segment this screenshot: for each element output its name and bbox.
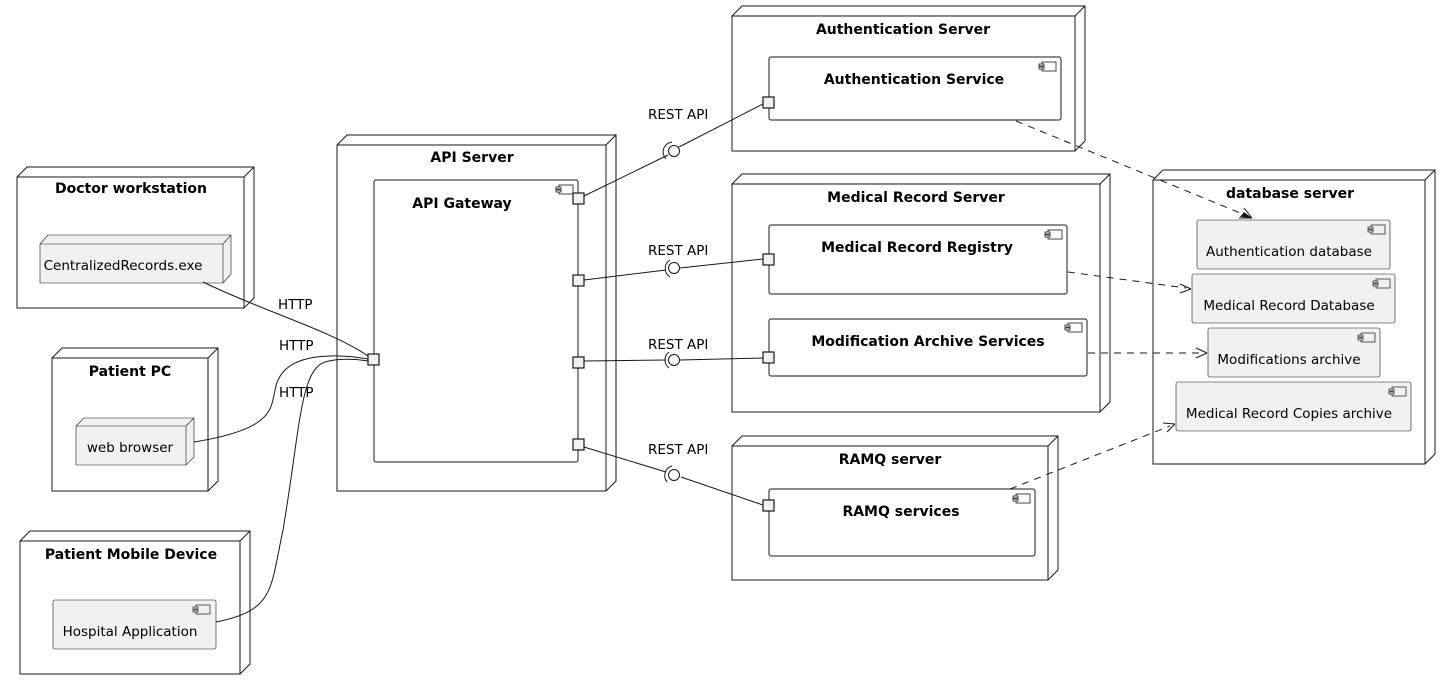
node-authentication-server: Authentication Server Authentication Ser… bbox=[731, 5, 1086, 152]
interface-lollipop-registry bbox=[668, 262, 680, 274]
node-title-auth-server: Authentication Server bbox=[816, 22, 990, 38]
node-database-server: database server Authentication database … bbox=[1152, 169, 1436, 465]
interface-lollipop-archive bbox=[668, 354, 680, 366]
node-api-server: API Server API Gateway bbox=[336, 134, 617, 492]
node-title-medical-server: Medical Record Server bbox=[827, 190, 1005, 206]
artifact-web-browser: web browser bbox=[75, 417, 195, 466]
component-icon bbox=[1064, 322, 1083, 333]
component-api-gateway: API Gateway bbox=[373, 179, 579, 463]
component-icon bbox=[1038, 61, 1057, 72]
dep-auth-to-authdb bbox=[1015, 120, 1251, 218]
node-medical-record-server: Medical Record Server Medical Record Reg… bbox=[731, 173, 1111, 413]
component-icon bbox=[1357, 332, 1376, 343]
db-label-modifications-archive: Modifications archive bbox=[1217, 352, 1360, 368]
component-icon bbox=[1367, 224, 1386, 235]
edge-label-rest-registry: REST API bbox=[648, 243, 708, 259]
artifact-label-centralized-records: CentralizedRecords.exe bbox=[44, 258, 203, 274]
component-icon bbox=[192, 604, 211, 615]
edge-pc-to-gateway bbox=[193, 355, 369, 443]
edge-label-http-doctor: HTTP bbox=[278, 297, 313, 313]
component-label-modification-archive-services: Modification Archive Services bbox=[811, 334, 1044, 350]
interface-lollipop-auth bbox=[668, 145, 680, 157]
dep-registry-to-mrdb bbox=[1067, 271, 1187, 289]
node-title-patient-mobile: Patient Mobile Device bbox=[45, 547, 217, 563]
component-label-ramq-services: RAMQ services bbox=[842, 504, 959, 520]
interface-socket-ramq bbox=[664, 465, 673, 483]
node-title-database-server: database server bbox=[1226, 186, 1354, 202]
edge-gateway-to-ramq bbox=[583, 446, 667, 473]
port-gateway-auth bbox=[572, 192, 585, 205]
edge-mobile-to-gateway bbox=[215, 358, 369, 623]
port-archive bbox=[762, 351, 775, 364]
component-medical-record-registry: Medical Record Registry bbox=[768, 224, 1068, 295]
http-connections: HTTP HTTP HTTP bbox=[193, 281, 369, 623]
arrowhead-copies bbox=[1162, 422, 1176, 433]
component-modification-archive-services: Modification Archive Services bbox=[768, 318, 1088, 377]
edge-label-http-pc: HTTP bbox=[279, 338, 314, 354]
node-title-api-server: API Server bbox=[430, 150, 513, 166]
component-medical-record-database: Medical Record Database bbox=[1191, 273, 1396, 324]
component-authentication-database: Authentication database bbox=[1196, 219, 1391, 270]
node-title-doctor-workstation: Doctor workstation bbox=[55, 181, 207, 197]
artifact-centralized-records: CentralizedRecords.exe bbox=[39, 234, 232, 284]
node-title-ramq-server: RAMQ server bbox=[839, 452, 942, 468]
arrowhead-modarchive bbox=[1195, 347, 1208, 359]
component-hospital-application: Hospital Application bbox=[52, 599, 217, 650]
node-patient-pc: Patient PC web browser bbox=[51, 347, 219, 492]
artifact-label-web-browser: web browser bbox=[87, 440, 174, 456]
edge-gateway-to-registry bbox=[583, 269, 667, 281]
db-label-medical-record-database: Medical Record Database bbox=[1203, 298, 1374, 314]
db-label-medical-record-copies-archive: Medical Record Copies archive bbox=[1186, 406, 1392, 422]
edge-gateway-to-archive bbox=[583, 359, 667, 362]
rest-connections: REST API REST API REST API REST API bbox=[583, 103, 764, 506]
arrowhead-authdb bbox=[1240, 212, 1252, 218]
port-ramq bbox=[762, 499, 775, 512]
node-doctor-workstation: Doctor workstation CentralizedRecords.ex… bbox=[16, 166, 255, 309]
component-authentication-service: Authentication Service bbox=[768, 56, 1062, 121]
edge-label-rest-archive: REST API bbox=[648, 337, 708, 353]
arrowhead-mrdb bbox=[1179, 283, 1192, 294]
dep-ramq-to-copies bbox=[1009, 425, 1171, 490]
component-label-medical-record-registry: Medical Record Registry bbox=[821, 240, 1013, 256]
edge-gateway-to-auth bbox=[583, 154, 669, 197]
edge-label-http-mobile: HTTP bbox=[279, 385, 314, 401]
edge-label-rest-ramq: REST API bbox=[648, 442, 708, 458]
component-icon bbox=[1044, 229, 1063, 240]
interface-socket-archive bbox=[664, 351, 670, 369]
component-icon bbox=[1388, 386, 1407, 397]
component-ramq-services: RAMQ services bbox=[768, 488, 1036, 557]
component-icon bbox=[1372, 278, 1391, 289]
interface-lollipop-ramq bbox=[668, 469, 680, 481]
ports bbox=[367, 96, 775, 512]
interface-socket-auth bbox=[662, 141, 673, 160]
component-label-api-gateway: API Gateway bbox=[412, 196, 511, 212]
node-ramq-server: RAMQ server RAMQ services bbox=[731, 435, 1059, 581]
port-gateway-ramq bbox=[572, 438, 585, 451]
port-gateway-left bbox=[367, 353, 380, 366]
component-modifications-archive: Modifications archive bbox=[1207, 327, 1381, 378]
component-label-hospital-application: Hospital Application bbox=[63, 624, 198, 640]
interface-socket-registry bbox=[664, 259, 671, 278]
component-label-authentication-service: Authentication Service bbox=[824, 72, 1004, 88]
port-gateway-archive bbox=[572, 356, 585, 369]
component-icon bbox=[1012, 493, 1031, 504]
edge-label-rest-auth: REST API bbox=[648, 107, 708, 123]
edge-doctor-to-gateway bbox=[202, 281, 369, 357]
component-medical-record-copies-archive: Medical Record Copies archive bbox=[1175, 381, 1412, 432]
db-label-authentication-database: Authentication database bbox=[1206, 244, 1372, 260]
node-patient-mobile-device: Patient Mobile Device Hospital Applicati… bbox=[19, 530, 251, 675]
port-registry bbox=[762, 253, 775, 266]
node-title-patient-pc: Patient PC bbox=[89, 364, 171, 380]
port-auth-service bbox=[762, 96, 775, 109]
port-gateway-registry bbox=[572, 274, 585, 287]
component-icon bbox=[555, 184, 574, 195]
dependency-arrows bbox=[1009, 120, 1253, 490]
